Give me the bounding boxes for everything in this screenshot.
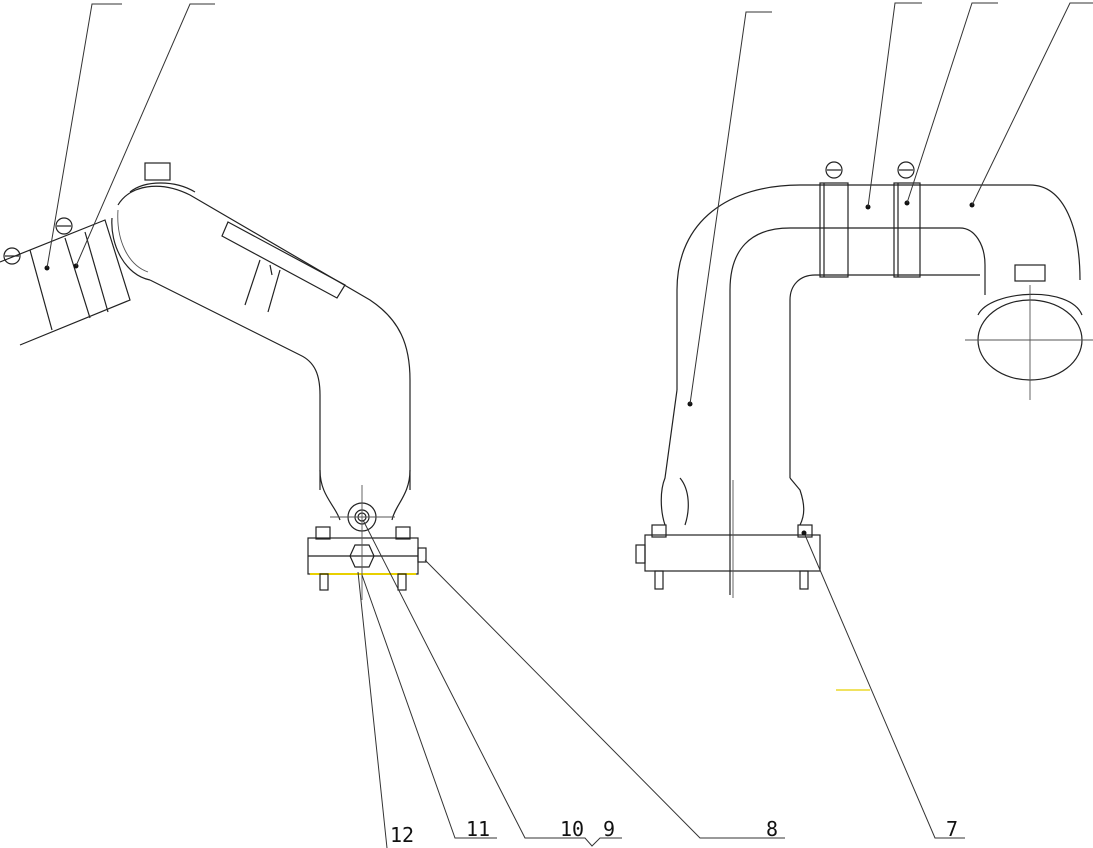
callout-10-9: 10 9 [362,519,622,847]
right-pipe-assembly [635,161,1093,691]
top-leader-lines [46,2,1093,405]
callout-label: 12 [390,823,414,847]
callout-12: 12 [357,571,414,848]
callout-label: 8 [766,817,778,841]
callout-7: 7 [804,534,965,841]
left-pipe-assembly [0,162,427,600]
callout-label: 9 [603,817,615,841]
callout-11: 11 [361,574,497,841]
callout-8: 8 [424,559,785,841]
callout-label: 11 [466,817,490,841]
callout-label: 7 [946,817,958,841]
callout-label: 10 [560,817,584,841]
